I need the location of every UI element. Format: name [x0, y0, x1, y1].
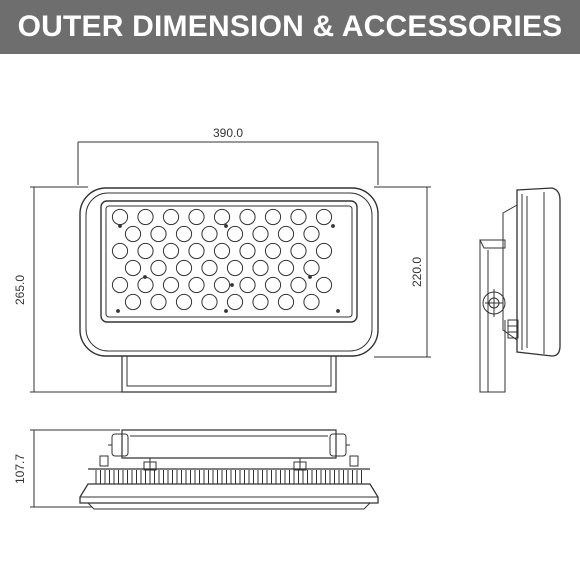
led-lens — [137, 208, 154, 226]
led-lens — [239, 276, 256, 294]
housing-outline — [79, 187, 379, 357]
screw-dot — [143, 275, 147, 279]
screw-dot — [230, 283, 234, 287]
led-lens — [213, 276, 231, 294]
led-lens — [201, 225, 218, 243]
led-lens — [315, 276, 333, 294]
led-lens — [315, 242, 333, 260]
height-dimension: 265.0 — [13, 186, 122, 393]
height-label: 265.0 — [13, 275, 27, 305]
width-dimension: 390.0 — [77, 126, 379, 185]
front-view: 390.0 265.0 220.0 — [13, 126, 431, 393]
led-lens — [150, 225, 167, 243]
led-lens — [111, 242, 129, 260]
cable-gland — [507, 319, 519, 339]
right-support — [293, 461, 307, 471]
depth-dimension: 107.7 — [13, 429, 120, 508]
screw-dot — [224, 224, 228, 228]
side-body — [516, 187, 561, 357]
depth-label: 107.7 — [13, 454, 27, 484]
lens-panel — [100, 200, 358, 323]
led-lens — [277, 293, 295, 311]
screw-dot — [308, 275, 312, 279]
led-lens — [111, 208, 129, 226]
screw-dot — [118, 224, 122, 228]
led-lens — [201, 259, 218, 277]
mounting-bracket-inner — [126, 356, 332, 387]
led-lens — [303, 259, 320, 277]
led-lens — [188, 242, 205, 260]
led-lens — [175, 225, 193, 243]
led-lens — [124, 259, 142, 277]
led-lens — [226, 225, 244, 243]
led-lens — [175, 293, 193, 311]
led-lens — [150, 259, 167, 277]
led-lens — [252, 259, 269, 277]
led-lens — [137, 242, 154, 260]
side-view — [479, 187, 561, 393]
screw-dot — [331, 224, 335, 228]
led-lens — [290, 242, 307, 260]
page-title: OUTER DIMENSION & ACCESSORIES — [17, 10, 563, 43]
top-view: 107.7 — [13, 429, 379, 510]
led-lens — [277, 259, 295, 277]
led-lens — [290, 208, 307, 226]
lens-panel-inner — [105, 205, 353, 318]
top-housing-lip — [86, 502, 372, 510]
led-lens — [137, 276, 154, 294]
led-lens — [315, 208, 333, 226]
top-housing-base — [79, 483, 379, 504]
led-lens — [303, 293, 320, 311]
led-lens — [175, 259, 193, 277]
width-label: 390.0 — [213, 126, 243, 140]
screw-dot — [116, 309, 120, 313]
led-lens — [188, 276, 205, 294]
led-lens — [201, 293, 218, 311]
side-bracket-arm — [479, 240, 506, 393]
left-pivot-knob — [111, 433, 129, 457]
left-screw — [99, 455, 109, 467]
right-pivot-knob — [329, 433, 347, 457]
led-lens-grid — [111, 208, 340, 313]
heat-sink-fins — [95, 470, 362, 484]
mounting-bracket — [121, 356, 337, 393]
led-lens — [162, 208, 180, 226]
led-lens — [213, 208, 231, 226]
led-lens — [150, 293, 167, 311]
led-lens — [239, 208, 256, 226]
housing-inner-outline — [85, 192, 373, 352]
led-lens — [162, 242, 180, 260]
screw-dot — [224, 309, 228, 313]
inner-height-dimension: 220.0 — [374, 186, 431, 358]
led-lens — [252, 225, 269, 243]
led-lens — [264, 242, 282, 260]
led-lens — [111, 276, 129, 294]
top-bracket-bar — [121, 429, 337, 459]
title-banner: OUTER DIMENSION & ACCESSORIES — [0, 0, 580, 54]
led-lens — [226, 259, 244, 277]
screw-dot — [336, 309, 340, 313]
led-lens — [124, 225, 142, 243]
led-lens — [277, 225, 295, 243]
led-lens — [290, 276, 307, 294]
led-lens — [264, 276, 282, 294]
side-bracket-top — [479, 239, 506, 249]
led-lens — [188, 208, 205, 226]
inner-height-label: 220.0 — [410, 257, 424, 287]
right-screw — [349, 455, 359, 467]
led-lens — [264, 208, 282, 226]
side-rear-housing — [502, 204, 518, 341]
led-lens — [124, 293, 142, 311]
led-lens — [162, 276, 180, 294]
led-lens — [252, 293, 269, 311]
led-lens — [226, 293, 244, 311]
led-lens — [239, 242, 256, 260]
led-lens — [303, 225, 320, 243]
led-lens — [213, 242, 231, 260]
